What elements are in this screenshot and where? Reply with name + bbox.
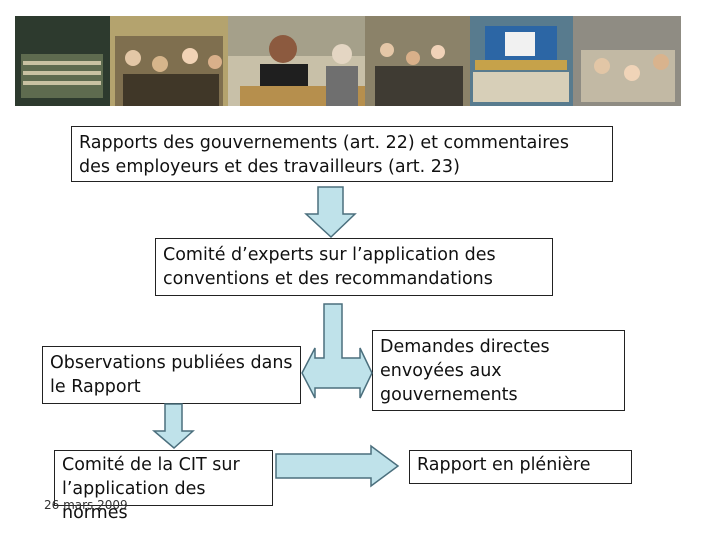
reports-box: Rapports des gouvernements (art. 22) et …	[71, 126, 613, 182]
right-arrow-icon	[275, 444, 400, 488]
down-arrow-icon	[304, 186, 357, 239]
slide-date: 26 mars 2009	[44, 498, 128, 512]
experts-committee-box: Comité d’experts sur l’application des c…	[155, 238, 553, 296]
plenary-report-box: Rapport en plénière	[409, 450, 632, 484]
ilc-committee-box: Comité de la CIT sur l’application des n…	[54, 450, 273, 523]
conference-photo-banner	[15, 16, 681, 106]
double-arrow-icon	[301, 303, 373, 399]
observations-box: Observations publiées dans le Rapport	[42, 346, 301, 404]
direct-requests-box: Demandes directes envoyées aux gouvernem…	[372, 330, 625, 411]
banner-collage	[15, 16, 681, 106]
down-arrow-icon	[151, 403, 195, 449]
